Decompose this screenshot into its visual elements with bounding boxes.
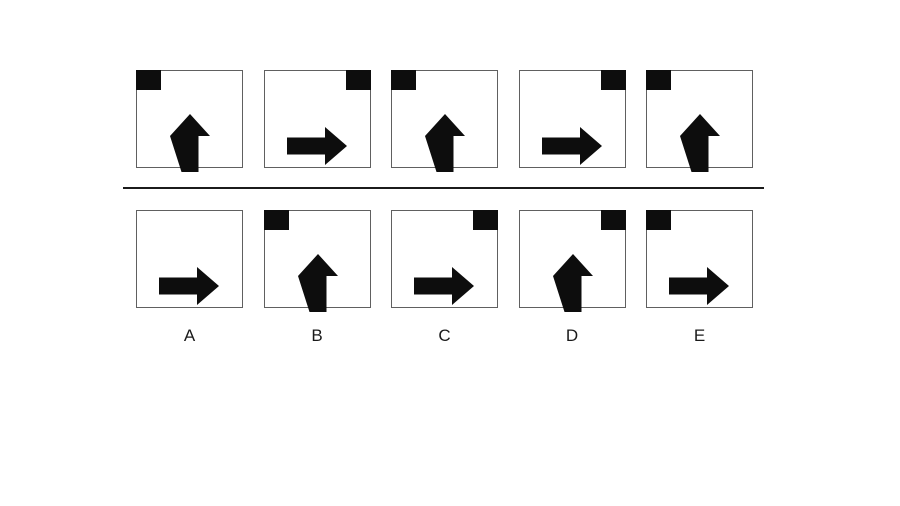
right-arrow-icon xyxy=(669,267,729,305)
corner-square-top-right xyxy=(345,70,371,90)
up-arrow-icon xyxy=(425,114,465,172)
question-cell-1 xyxy=(136,70,243,172)
corner-square-top-right xyxy=(600,210,626,230)
question-cell-3 xyxy=(391,70,498,172)
question-cell-5 xyxy=(646,70,753,172)
option-label-E: E xyxy=(693,326,706,345)
corner-square-top-left xyxy=(263,210,289,230)
up-arrow-icon xyxy=(680,114,720,172)
corner-square-top-left xyxy=(391,70,416,90)
up-arrow-icon xyxy=(297,254,338,312)
corner-square-top-left xyxy=(136,70,161,90)
up-arrow-icon xyxy=(170,114,210,172)
corner-square-top-right xyxy=(600,70,626,90)
right-arrow-icon xyxy=(286,127,347,165)
up-arrow-icon xyxy=(552,254,593,312)
option-label-C: C xyxy=(438,326,451,345)
option-cell-A[interactable] xyxy=(136,210,243,308)
question-cell-2 xyxy=(263,70,371,168)
right-arrow-icon xyxy=(541,127,602,165)
right-arrow-icon xyxy=(414,267,474,305)
option-label-A: A xyxy=(183,326,196,345)
option-cell-B[interactable] xyxy=(263,210,371,312)
option-label-D: D xyxy=(565,326,579,345)
option-cell-D[interactable] xyxy=(518,210,626,312)
option-cell-E[interactable] xyxy=(646,210,753,308)
corner-square-top-left xyxy=(646,210,671,230)
option-label-B: B xyxy=(311,326,323,345)
corner-square-top-left xyxy=(646,70,671,90)
corner-square-top-right xyxy=(473,210,498,230)
divider-line xyxy=(123,187,764,189)
option-cell-C[interactable] xyxy=(391,210,498,308)
question-cell-4 xyxy=(518,70,626,168)
right-arrow-icon xyxy=(159,267,219,305)
